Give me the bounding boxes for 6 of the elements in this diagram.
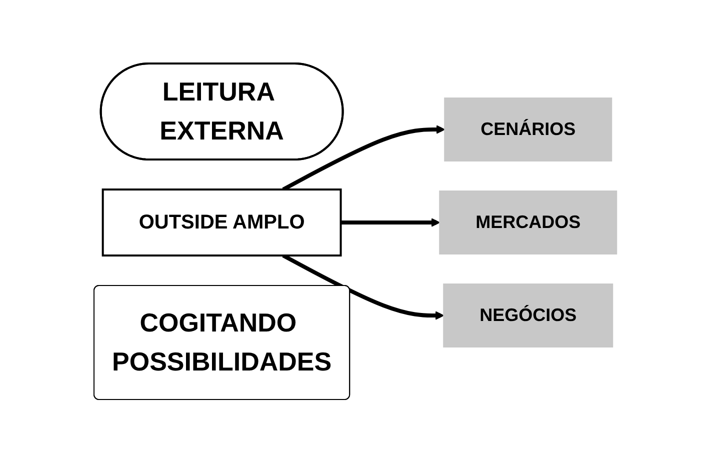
node-box: OUTSIDE AMPLO	[102, 188, 342, 256]
arrow	[340, 218, 440, 227]
node-box: CENÁRIOS	[444, 98, 612, 162]
node-box: MERCADOS	[438, 190, 617, 254]
node-box: NEGÓCIOS	[442, 284, 613, 348]
arrow	[282, 125, 445, 192]
